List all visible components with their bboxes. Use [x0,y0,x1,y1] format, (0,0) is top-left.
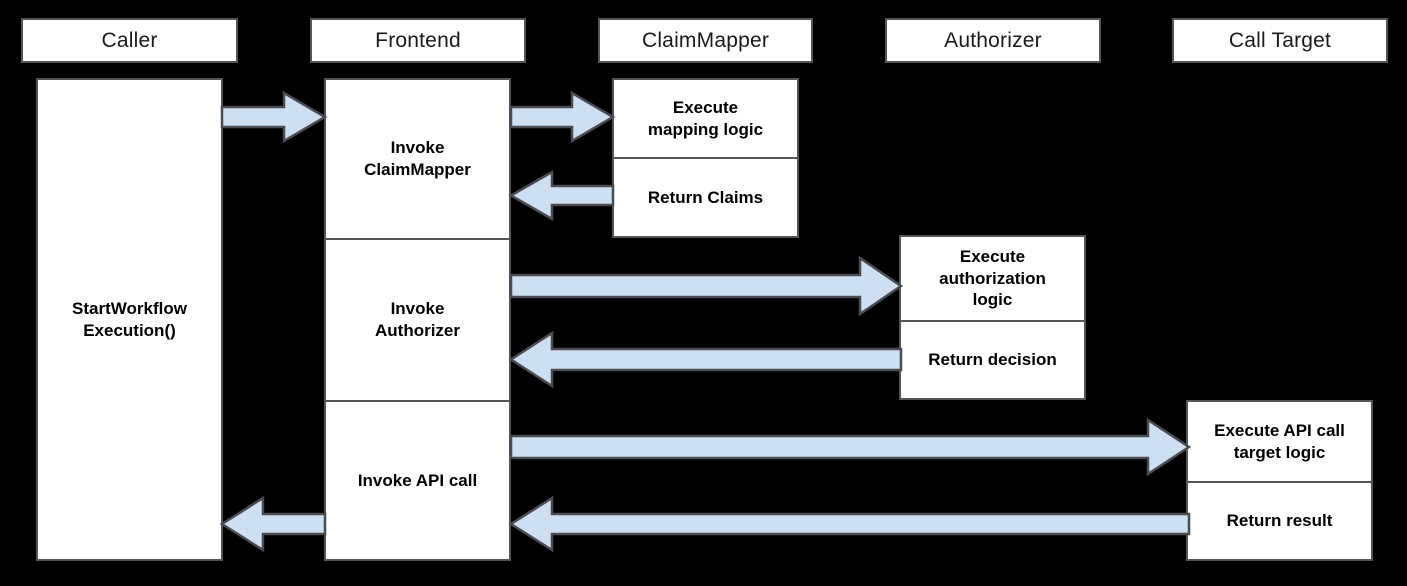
activation-cell-invoke-api-call: Invoke API call [326,400,509,559]
message-arrow-invoke-api-call[interactable] [509,417,1192,477]
message-arrow-return-result[interactable] [508,495,1191,553]
lifeline-header-frontend[interactable]: Frontend [310,18,526,63]
message-arrow-invoke-claimmapper[interactable] [509,90,616,144]
activation-cell-return-claims: Return Claims [614,157,797,236]
activation-cell-return-decision: Return decision [901,320,1084,398]
message-arrow-start-workflow[interactable] [220,90,328,144]
lifeline-label-caller: Caller [101,28,158,52]
message-arrow-final-return[interactable] [219,495,327,553]
message-arrow-invoke-authorizer[interactable] [509,255,904,317]
activation-cell-return-result: Return result [1188,481,1371,559]
lifeline-header-authorizer[interactable]: Authorizer [885,18,1101,63]
lifeline-label-claimmapper: ClaimMapper [641,28,770,52]
lifeline-label-calltarget: Call Target [1228,28,1332,52]
lifeline-header-claimmapper[interactable]: ClaimMapper [598,18,813,63]
lifeline-header-caller[interactable]: Caller [21,18,238,63]
lifeline-label-authorizer: Authorizer [944,28,1042,52]
message-arrow-return-decision[interactable] [508,330,903,389]
lifeline-header-calltarget[interactable]: Call Target [1172,18,1388,63]
message-arrow-return-claims[interactable] [508,169,615,222]
lifeline-label-frontend: Frontend [375,28,461,52]
